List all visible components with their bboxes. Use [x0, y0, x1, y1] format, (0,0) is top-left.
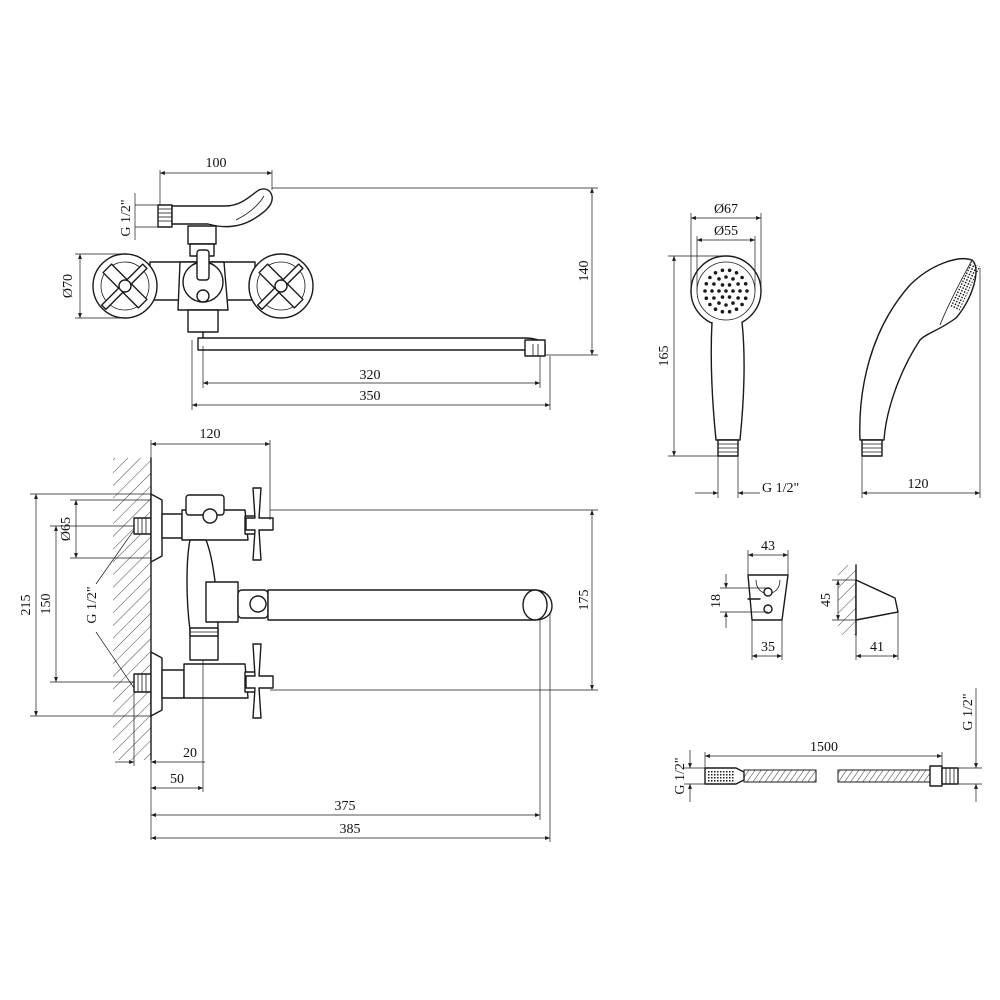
nozzle-dot	[712, 282, 716, 286]
nozzle-dot	[727, 295, 732, 299]
front-upper-eccentric	[133, 487, 274, 563]
holder-dim-35: 35	[761, 640, 775, 655]
top-lever-handle	[171, 188, 273, 228]
holder-dim-18: 18	[709, 594, 724, 608]
shower-head-front: Ø67 Ø55 165 G 1/2"	[657, 202, 799, 498]
nozzle-dot	[736, 296, 740, 300]
holder-front: 43 18 35	[709, 539, 789, 660]
front-dim-375: 375	[335, 799, 356, 814]
nozzle-dot	[736, 282, 740, 286]
nozzle-dot	[712, 296, 716, 300]
wall-hatch	[113, 457, 152, 761]
hose-dim-1500: 1500	[810, 740, 838, 755]
nozzle-dot	[724, 289, 728, 293]
head-dim-outer: Ø67	[714, 202, 738, 217]
front-dim-385: 385	[340, 822, 361, 837]
front-lower-eccentric	[133, 643, 274, 719]
top-dim-350: 350	[360, 389, 381, 404]
nozzle-dot	[731, 301, 735, 305]
top-left-valve	[92, 253, 158, 319]
front-dim-150: 150	[39, 594, 54, 615]
front-dim-215: 215	[19, 595, 34, 616]
front-dim-flange: Ø65	[59, 517, 74, 541]
side-dim-120: 120	[908, 477, 929, 492]
nozzle-dot	[713, 271, 718, 275]
nozzle-dot	[724, 275, 728, 279]
hose: 1500 G 1/2" G 1/2"	[673, 688, 982, 802]
nozzle-dot	[717, 277, 721, 281]
top-dim-100: 100	[206, 156, 227, 171]
nozzle-dot	[720, 283, 725, 287]
nozzle-dot	[731, 277, 735, 281]
nozzle-dot	[727, 283, 732, 287]
front-view: 120 Ø65 215 150 G 1/2" 175 20 50	[19, 427, 598, 842]
nozzle-dot	[740, 302, 744, 307]
nozzle-dot	[731, 289, 735, 293]
nozzle-dot	[708, 275, 712, 280]
front-dim-20: 20	[183, 746, 197, 761]
nozzle-dot	[708, 302, 712, 307]
top-dim-140: 140	[577, 261, 592, 282]
nozzle-dot	[717, 301, 721, 305]
top-dim-thread: G 1/2"	[119, 199, 134, 236]
nozzle-dot	[710, 289, 714, 293]
front-dim-thread: G 1/2"	[85, 586, 100, 623]
nozzle-dot	[713, 307, 718, 312]
top-body	[149, 225, 256, 347]
nozzle-dot	[738, 289, 742, 293]
front-dim-50: 50	[170, 772, 184, 787]
holder-dim-45: 45	[819, 593, 834, 607]
nozzle-dot	[743, 282, 748, 286]
top-right-valve	[248, 253, 314, 319]
nozzle-dot	[740, 275, 744, 280]
nozzle-dot	[743, 296, 748, 301]
nozzle-dot	[734, 307, 739, 312]
front-dim-120: 120	[200, 427, 221, 442]
nozzle-dot	[727, 268, 732, 273]
top-spout	[197, 337, 546, 357]
head-dim-thread: G 1/2"	[762, 481, 799, 496]
nozzle-dot	[724, 303, 728, 307]
top-view: 100 G 1/2" Ø70 140 320 350	[61, 156, 598, 410]
head-dim-165: 165	[657, 346, 672, 367]
front-dim-175: 175	[577, 590, 592, 611]
nozzle-dot	[703, 289, 707, 293]
hose-dim-thread-left: G 1/2"	[673, 757, 688, 794]
nozzle-dot	[704, 296, 709, 301]
holder-side: 45 41	[819, 564, 899, 660]
nozzle-dot	[734, 271, 739, 275]
holder-dim-43: 43	[761, 539, 775, 554]
nozzle-dot	[720, 268, 725, 273]
top-dim-320: 320	[360, 368, 381, 383]
shower-holes	[703, 268, 749, 314]
nozzle-dot	[717, 289, 721, 293]
nozzle-dot	[720, 295, 725, 299]
nozzle-dot	[704, 282, 709, 286]
shower-head-side: 120	[859, 258, 981, 498]
hose-dim-thread-right: G 1/2"	[961, 693, 976, 730]
nozzle-dot	[745, 289, 749, 293]
holder-dim-41: 41	[870, 640, 884, 655]
nozzle-dot	[720, 309, 725, 314]
top-dim-flange: Ø70	[61, 274, 76, 298]
nozzle-dot	[727, 309, 732, 314]
head-dim-inner: Ø55	[714, 224, 738, 239]
front-spout	[205, 581, 553, 623]
top-inlet-thread	[157, 204, 173, 228]
